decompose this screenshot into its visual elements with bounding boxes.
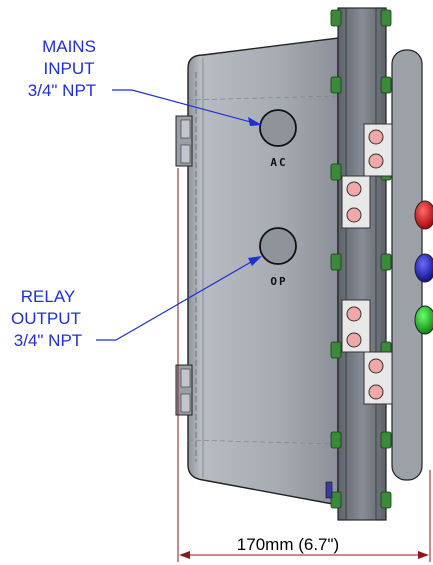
mains-input-callout: MAINS INPUT 3/4" NPT [28,37,262,126]
mains-input-line-3: 3/4" NPT [28,81,96,100]
mains-input-arrowhead-icon [248,117,262,126]
width-dimension: 170mm (6.7") [177,168,431,562]
lid-flange-inner [345,7,377,521]
ac-knockout-hole-icon [259,109,297,147]
dimension-text: 170mm (6.7") [237,535,339,554]
blue-led-icon [414,253,433,283]
hinge-clamp-bottom-left [341,299,371,353]
ac-port-label: AC [270,156,287,169]
ground-lug-icon [325,481,333,499]
relay-output-line-2: OUTPUT [11,309,81,328]
relay-output-line-3: 3/4" NPT [14,331,82,350]
bolt-icon [380,431,392,449]
mounting-tab-bottom [175,364,193,416]
bolt-icon [330,76,342,94]
green-led-icon [414,305,433,335]
hinge-clamp-bottom-right [363,351,393,405]
bolt-icon [330,163,342,181]
mains-input-line-2: INPUT [44,59,95,78]
mains-input-line-1: MAINS [42,37,96,56]
flange-bolts [330,9,392,509]
bolt-icon [330,491,342,509]
bolt-icon [380,76,392,94]
relay-output-line-1: RELAY [21,287,76,306]
bolt-icon [330,9,342,27]
relay-output-leader-line [96,257,259,341]
bolt-icon [330,341,342,359]
hinge-clamp-top-right [363,123,393,177]
op-knockout-hole-icon [259,227,297,265]
dimension-arrow-left-icon [179,551,190,559]
mains-input-leader-line [112,89,259,125]
lid-flange [337,7,387,521]
body-seam-top [187,95,339,101]
bolt-icon [380,9,392,27]
relay-output-arrowhead-icon [248,256,262,266]
bolt-icon [330,253,342,271]
red-led-icon [414,200,433,230]
hinge-clamp-top-left [341,175,371,229]
mounting-tab-top [175,115,193,167]
enclosure-body [187,37,339,506]
body-seam-bottom [187,439,339,445]
op-port-label: OP [270,275,287,288]
dimension-arrow-right-icon [418,551,429,559]
bolt-icon [380,253,392,271]
bolt-icon [330,431,342,449]
relay-output-callout: RELAY OUTPUT 3/4" NPT [11,256,262,350]
bolt-icon [380,491,392,509]
